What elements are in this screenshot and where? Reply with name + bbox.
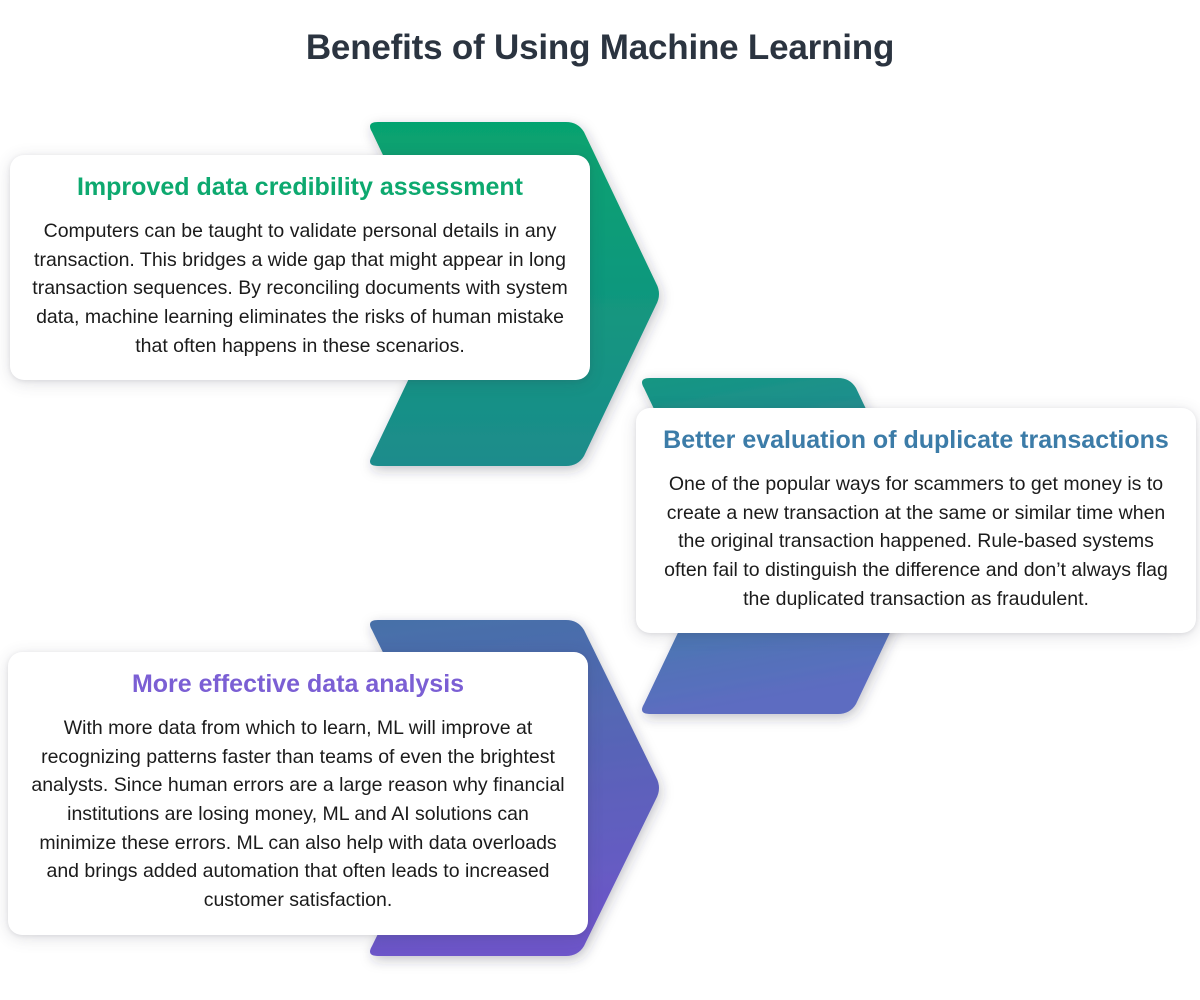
benefit-card-1-heading: Improved data credibility assessment — [76, 173, 523, 201]
benefit-card-3-heading: More effective data analysis — [131, 670, 465, 698]
benefit-card-2-heading: Better evaluation of duplicate transacti… — [663, 426, 1169, 454]
page-title: Benefits of Using Machine Learning — [305, 28, 895, 67]
benefit-card-2-body: One of the popular ways for scammers to … — [664, 473, 1168, 610]
benefit-card-3-body: With more data from which to learn, ML w… — [31, 717, 565, 911]
benefit-card-1: Improved data credibility assessment Com… — [10, 155, 590, 381]
benefit-card-2: Better evaluation of duplicate transacti… — [636, 408, 1196, 634]
benefit-card-3: More effective data analysis With more d… — [8, 652, 588, 935]
benefit-card-1-body: Computers can be taught to validate pers… — [32, 220, 568, 357]
